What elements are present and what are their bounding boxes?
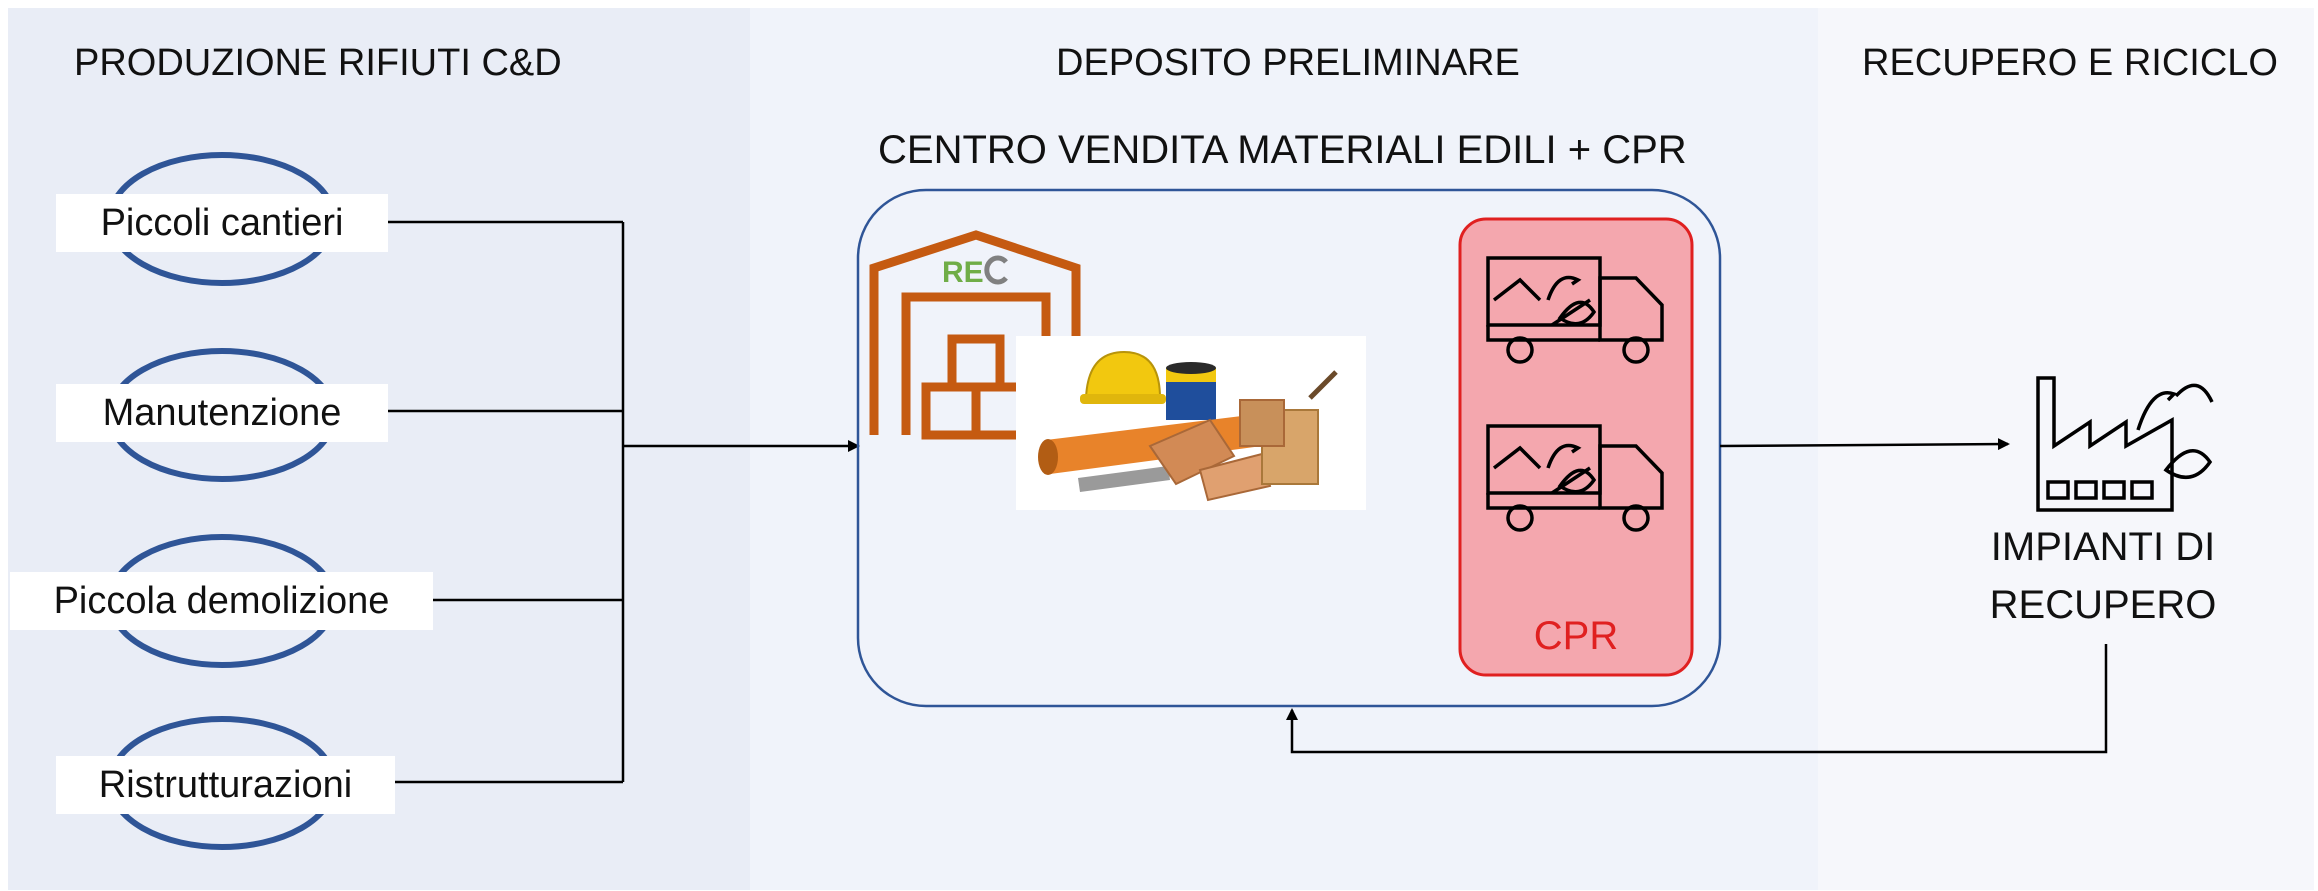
center-title: CENTRO VENDITA MATERIALI EDILI + CPR: [878, 128, 1687, 172]
source-label-2: Manutenzione: [56, 384, 388, 442]
cpr-label: CPR: [1533, 614, 1619, 658]
recycling-truck-icon: [1486, 256, 1664, 364]
rec-logo: RE: [942, 255, 1008, 289]
building-materials-image: [1016, 336, 1366, 510]
plant-label: IMPIANTI DI RECUPERO: [1953, 518, 2253, 634]
source-label-1: Piccoli cantieri: [56, 194, 388, 252]
return-arrow: [1286, 644, 2108, 754]
band-recovery: [1818, 8, 2314, 890]
column-title-production: PRODUZIONE RIFIUTI C&D: [74, 42, 562, 84]
source-connectors: [388, 220, 625, 784]
plant-label-line1: IMPIANTI DI: [1990, 525, 2216, 569]
plant-label-line2: RECUPERO: [1989, 583, 2217, 627]
column-title-storage: DEPOSITO PRELIMINARE: [1056, 42, 1520, 84]
svg-text:RE: RE: [942, 256, 984, 289]
arrow-to-plant: [1719, 438, 2010, 451]
source-label-4: Ristrutturazioni: [56, 756, 395, 814]
recycling-factory-icon: [2036, 376, 2214, 512]
center-box: [856, 188, 1722, 708]
recycling-truck-icon: [1486, 424, 1664, 532]
column-title-recovery: RECUPERO E RICICLO: [1862, 42, 2278, 84]
source-label-3: Piccola demolizione: [10, 572, 433, 630]
